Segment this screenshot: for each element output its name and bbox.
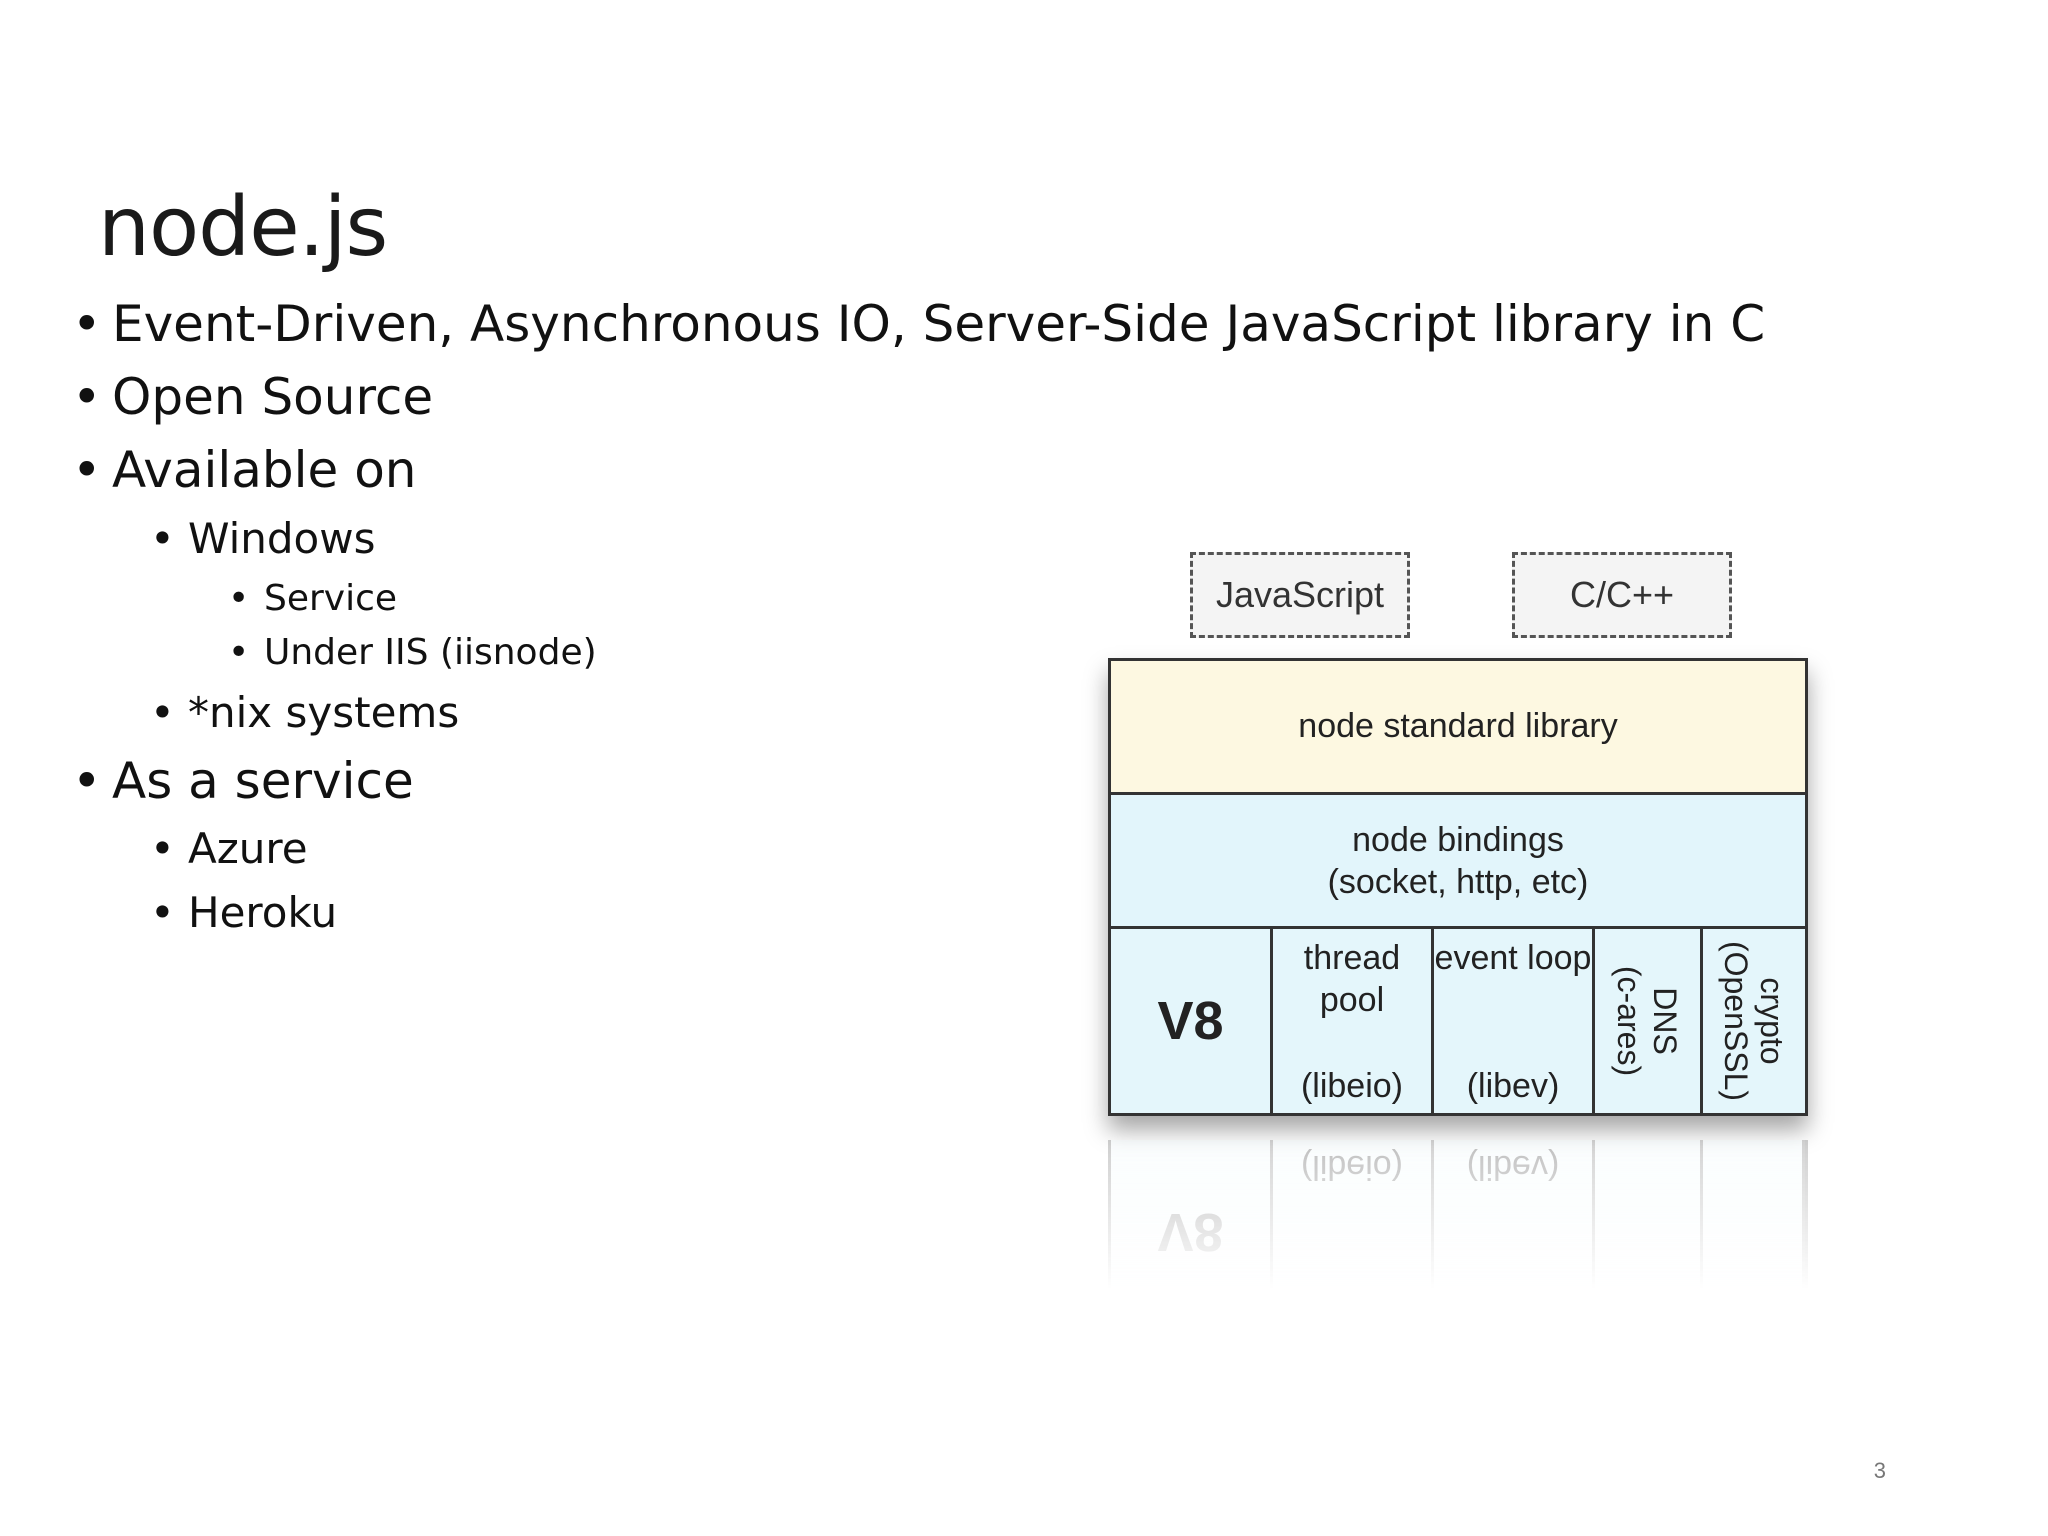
sub-bullet-item: • Azure: [150, 824, 308, 873]
architecture-stack: node standard library node bindings (soc…: [1108, 658, 1808, 1116]
dns-library: (c-ares): [1611, 965, 1648, 1077]
reflection-crypto: [1703, 1140, 1805, 1290]
bindings-title: node bindings: [1352, 820, 1564, 859]
bullet-dot: •: [72, 752, 102, 810]
runtime-components-layer: V8 thread pool (libeio) event loop (libe…: [1111, 929, 1805, 1113]
sub-bullet-item: • *nix systems: [150, 688, 460, 737]
node-architecture-diagram: JavaScript C/C++ node standard library n…: [1090, 540, 1850, 1360]
bullet-item: • As a service: [72, 752, 414, 810]
bullet-dot: •: [72, 441, 102, 499]
diagram-reflection: V8 (libeio) (libev): [1108, 1140, 1808, 1290]
javascript-layer-label: JavaScript: [1190, 552, 1410, 638]
page-number: 3: [1873, 1458, 1886, 1483]
bullet-dot: •: [228, 632, 250, 673]
cpp-layer-label: C/C++: [1512, 552, 1732, 638]
bullet-item: • Available on: [72, 441, 417, 499]
sub-sub-bullet-item: • Service: [228, 578, 398, 619]
v8-engine-cell: V8: [1111, 929, 1273, 1113]
bindings-layer: node bindings (socket, http, etc): [1111, 795, 1805, 929]
bullet-item: • Event-Driven, Asynchronous IO, Server-…: [72, 295, 1766, 353]
event-loop-cell: event loop (libev): [1434, 929, 1595, 1113]
bullet-dot: •: [72, 368, 102, 426]
bullet-dot: •: [228, 578, 250, 619]
reflection-event-loop-library: (libev): [1466, 1148, 1560, 1186]
reflection-image: V8 (libeio) (libev): [1108, 1140, 1808, 1290]
crypto-cell: crypto (OpenSSL): [1703, 929, 1805, 1113]
reflection-thread-pool-library: (libeio): [1300, 1148, 1404, 1186]
reflection-thread-pool: (libeio): [1273, 1140, 1434, 1290]
bullet-dot: •: [150, 824, 175, 873]
reflection-dns: [1595, 1140, 1703, 1290]
bullet-dot: •: [150, 514, 175, 563]
bullet-text: Open Source: [112, 368, 434, 426]
bullet-dot: •: [150, 888, 175, 937]
thread-pool-cell: thread pool (libeio): [1273, 929, 1434, 1113]
bullet-text: Azure: [188, 824, 308, 873]
bindings-subtitle: (socket, http, etc): [1327, 862, 1589, 901]
sub-bullet-item: • Windows: [150, 514, 376, 563]
reflection-v8: V8: [1111, 1140, 1273, 1290]
bullet-text: Under IIS (iisnode): [264, 632, 597, 673]
bullet-text: Event-Driven, Asynchronous IO, Server-Si…: [112, 295, 1766, 353]
thread-pool-library: (libeio): [1300, 1067, 1404, 1105]
bullet-text: *nix systems: [188, 688, 460, 737]
event-loop-title: event loop: [1434, 939, 1592, 977]
bullet-dot: •: [72, 295, 102, 353]
sub-bullet-item: • Heroku: [150, 888, 338, 937]
bullet-text: Heroku: [188, 888, 338, 937]
reflection-event-loop: (libev): [1434, 1140, 1595, 1290]
sub-sub-bullet-item: • Under IIS (iisnode): [228, 632, 597, 673]
bullet-text: Available on: [112, 441, 417, 499]
crypto-library: (OpenSSL): [1718, 940, 1755, 1102]
crypto-title: crypto: [1754, 977, 1791, 1065]
standard-library-layer: node standard library: [1111, 661, 1805, 795]
bullet-text: As a service: [112, 752, 414, 810]
bullet-text: Windows: [188, 514, 376, 563]
dns-title: DNS: [1647, 987, 1684, 1055]
slide-title: node.js: [98, 180, 388, 275]
bullet-item: • Open Source: [72, 368, 434, 426]
thread-pool-title: thread pool: [1303, 939, 1401, 1019]
dns-cell: DNS (c-ares): [1595, 929, 1703, 1113]
bullet-dot: •: [150, 688, 175, 737]
bullet-text: Service: [264, 578, 398, 619]
event-loop-library: (libev): [1466, 1067, 1560, 1105]
